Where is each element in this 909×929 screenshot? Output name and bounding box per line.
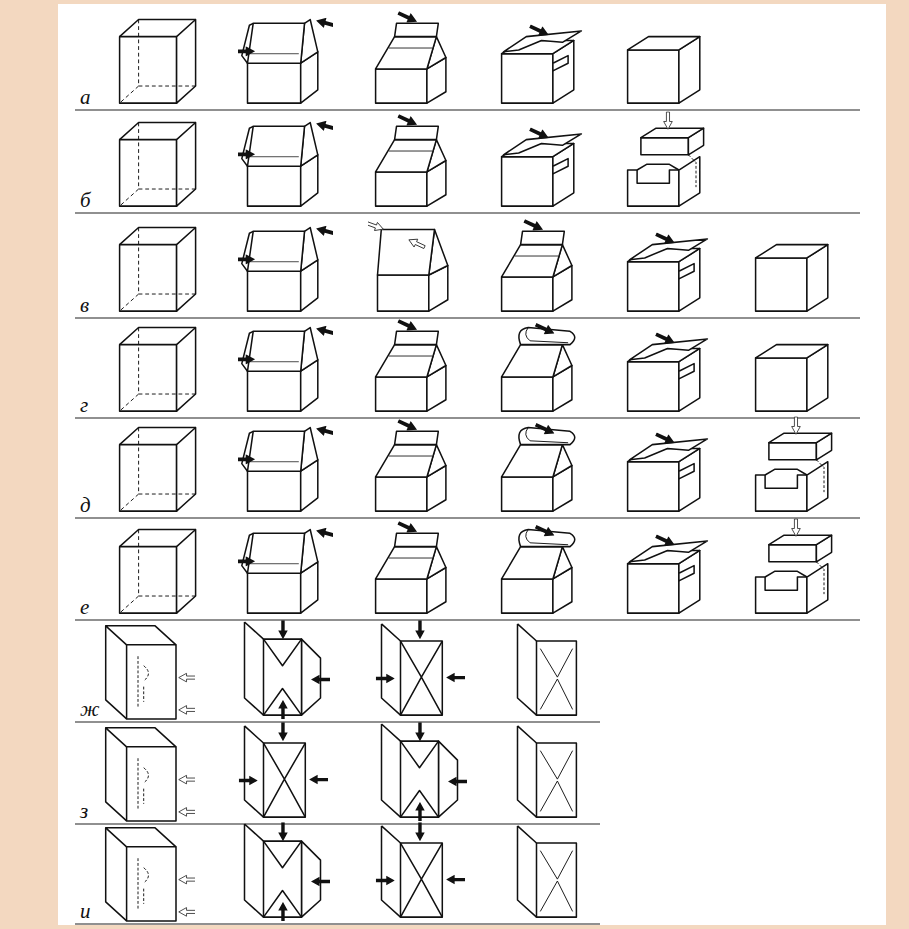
- carton-step: [376, 8, 446, 103]
- carton-step: [628, 229, 708, 311]
- carton-step: [376, 518, 446, 613]
- carton-step: [234, 423, 337, 511]
- carton-step: [502, 216, 572, 311]
- row-letter: е: [80, 596, 89, 618]
- row-letter: з: [80, 800, 88, 822]
- carton-end-step: [518, 826, 577, 917]
- baseline: [75, 417, 860, 418]
- carton-step: [234, 15, 337, 103]
- carton-step: [628, 37, 700, 104]
- carton-step: [628, 329, 708, 411]
- carton-step: [234, 223, 337, 311]
- carton-step: [234, 323, 337, 411]
- baseline: [75, 923, 600, 924]
- carton-step: [502, 320, 575, 411]
- row-letter: а: [80, 86, 91, 108]
- carton-step: [120, 530, 196, 614]
- carton-end-step: [376, 620, 465, 715]
- carton-step: [502, 522, 575, 613]
- carton-step: [628, 112, 704, 206]
- row-letter: д: [80, 494, 91, 516]
- carton-end-step: [239, 722, 328, 817]
- baseline: [75, 721, 600, 722]
- row-baselines: [75, 110, 860, 924]
- carton-step: [376, 111, 446, 206]
- row-letter: и: [80, 900, 91, 922]
- carton-step: [628, 531, 708, 613]
- carton-step: [502, 420, 575, 511]
- carton-step: [120, 20, 196, 104]
- carton-step: [366, 219, 448, 311]
- baseline: [75, 823, 600, 824]
- carton-step: [756, 417, 832, 511]
- carton-step: [376, 316, 446, 411]
- baseline: [75, 317, 860, 318]
- carton-end-step: [245, 620, 331, 719]
- carton-end-step: [106, 828, 196, 921]
- carton-step: [756, 519, 832, 613]
- carton-end-step: [376, 822, 465, 917]
- carton-step: [756, 345, 828, 412]
- carton-end-step: [518, 624, 577, 715]
- carton-step: [120, 428, 196, 512]
- white-panel: [58, 4, 886, 925]
- carton-step: [234, 118, 337, 206]
- carton-step: [120, 328, 196, 412]
- carton-end-step: [382, 722, 468, 821]
- carton-step: [120, 123, 196, 207]
- row-letter: б: [80, 189, 91, 211]
- carton-step: [502, 21, 582, 103]
- carton-end-step: [245, 822, 331, 921]
- row-letter: ж: [80, 698, 100, 720]
- carton-end-step: [518, 726, 577, 817]
- carton-step: [376, 416, 446, 511]
- carton-step: [756, 245, 828, 312]
- carton-end-step: [106, 626, 196, 719]
- baseline: [75, 619, 860, 620]
- baseline: [75, 109, 860, 110]
- carton-step: [502, 124, 582, 206]
- baseline: [75, 212, 860, 213]
- row-letter: в: [80, 294, 89, 316]
- carton-step: [120, 228, 196, 312]
- carton-end-step: [106, 728, 196, 821]
- carton-step: [234, 525, 337, 613]
- baseline: [75, 517, 860, 518]
- row-letter: г: [80, 394, 88, 416]
- carton-step: [628, 429, 708, 511]
